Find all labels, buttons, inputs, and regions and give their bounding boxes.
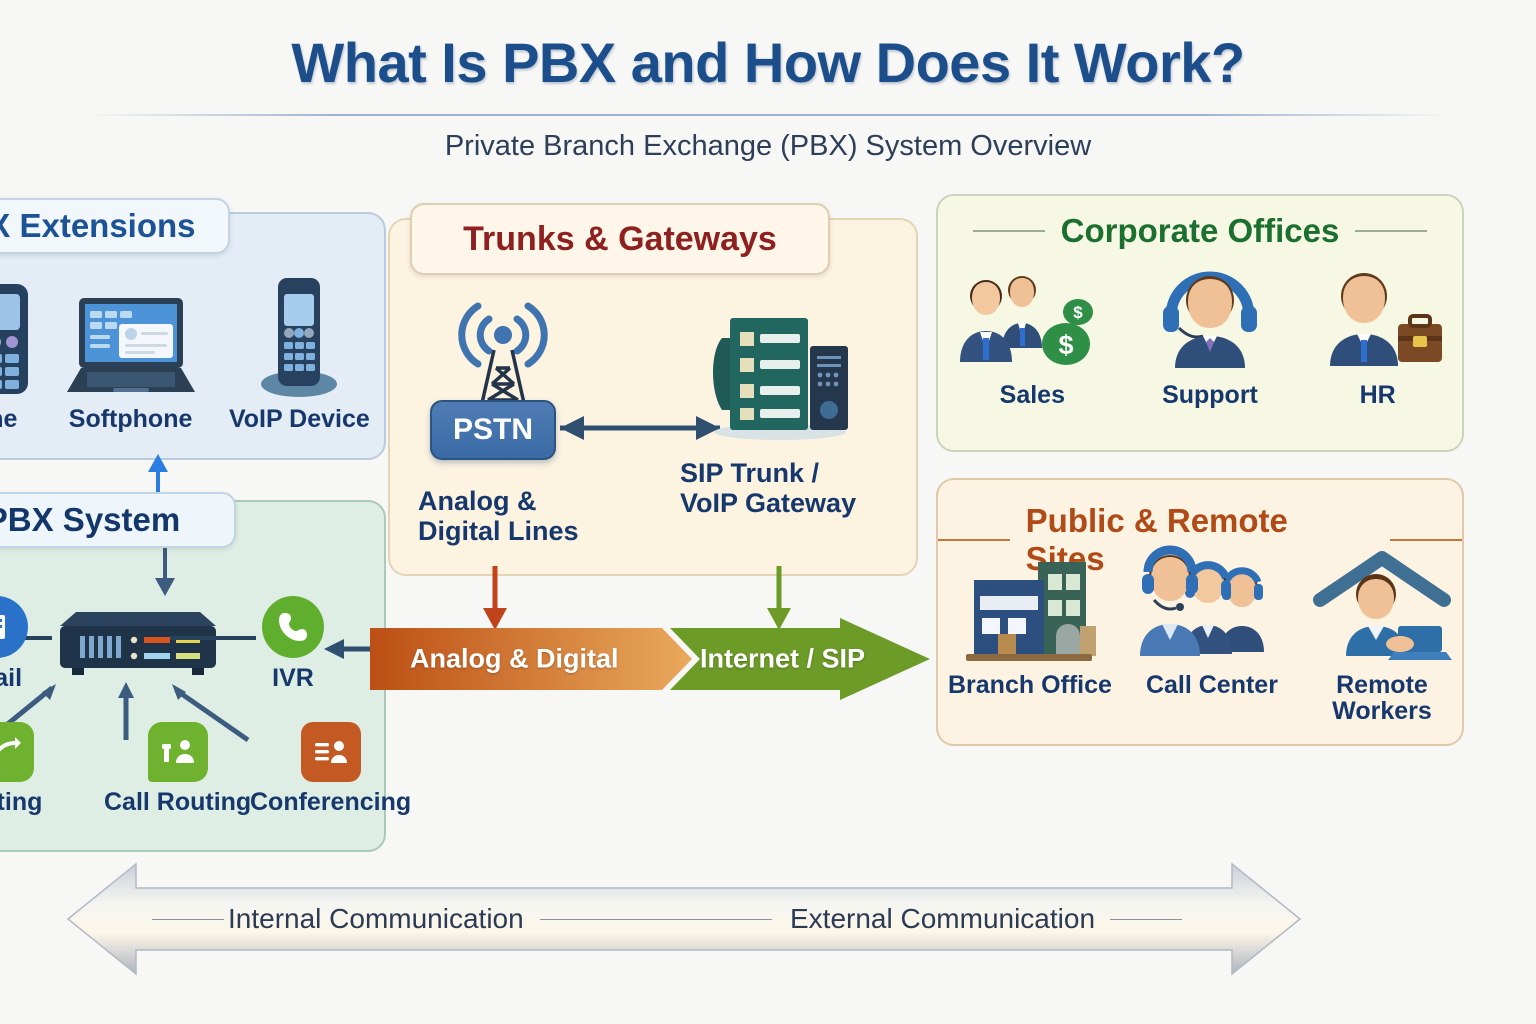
heading-rule-right	[1390, 539, 1462, 541]
extension-item-softphone[interactable]: Softphone	[65, 294, 197, 432]
sip-gateway-icon	[713, 318, 848, 440]
extension-label: Softphone	[68, 405, 193, 433]
heading-rule-right	[1355, 230, 1428, 232]
svg-text:$: $	[1074, 303, 1084, 322]
pbx-extensions-badge-label: BX Extensions	[0, 207, 196, 244]
pbx-node-label: mail	[0, 664, 23, 692]
arrow-pstn-gateway-bidirectional	[560, 416, 720, 440]
briefcase-person-icon	[1329, 273, 1442, 366]
pbx-node-label: Call Routing	[104, 788, 252, 816]
voicemail-icon	[0, 596, 28, 658]
corporate-item-label: Support	[1162, 381, 1258, 409]
sales-team-icon: $ $	[960, 276, 1094, 365]
phone-handset-icon	[262, 596, 324, 658]
heading-rule-left	[972, 230, 1045, 232]
external-communication-label: External Communication	[790, 903, 1096, 934]
pbx-node-conferencing[interactable]: Conferencing	[250, 722, 411, 817]
pstn-label: PSTN	[452, 413, 533, 446]
extension-item-voip-device[interactable]: VoIP Device	[229, 276, 370, 432]
traffic-flow-band	[370, 618, 930, 700]
home-worker-icon	[1312, 551, 1452, 660]
analog-lines-caption: Analog & Digital Lines	[418, 486, 579, 547]
sip-segment	[670, 618, 930, 700]
remote-item-remote-workers[interactable]: Remote Workers	[1312, 551, 1452, 726]
laptop-softphone-icon	[66, 298, 195, 392]
corporate-item-support[interactable]: Support	[1149, 266, 1271, 408]
arrow-badge-to-server	[155, 548, 175, 596]
axis-rule-1	[152, 919, 224, 920]
arrow-analog-down	[483, 566, 507, 630]
pbx-node-label: IVR	[272, 664, 314, 692]
sip-gateway-caption: SIP Trunk / VoIP Gateway	[680, 458, 857, 519]
voip-handset-icon	[261, 278, 338, 397]
corporate-offices-heading: Corporate Offices	[938, 212, 1462, 250]
remote-item-label: Branch Office	[948, 671, 1112, 699]
extensions-item-list: one Softphone	[0, 276, 386, 432]
analog-band-label: Analog & Digital	[410, 643, 619, 674]
corporate-item-sales[interactable]: $ $ Sales	[956, 266, 1108, 408]
public-remote-sites-item-list: Branch Office Call Cen	[936, 545, 1464, 726]
page-title: What Is PBX and How Does It Work?	[291, 31, 1245, 94]
pbx-node-voicemail[interactable]: mail	[0, 596, 28, 693]
pbx-system-panel	[0, 500, 386, 852]
trunks-gateways-badge: Trunks & Gateways	[410, 203, 830, 275]
ip-phone-icon	[0, 284, 29, 394]
call-forward-icon	[0, 722, 35, 782]
office-building-icon	[965, 562, 1096, 661]
corporate-item-label: Sales	[999, 381, 1065, 409]
arrow-band-to-ivr	[324, 639, 378, 659]
remote-item-label: Remote Workers	[1332, 671, 1432, 726]
trunks-gateways-badge-label: Trunks & Gateways	[463, 219, 777, 258]
title-divider	[88, 114, 1448, 116]
axis-rule-2	[540, 919, 772, 920]
pbx-node-ivr[interactable]: IVR	[262, 596, 324, 693]
sip-band-label: Internet / SIP	[700, 643, 866, 674]
remote-item-call-center[interactable]: Call Center	[1136, 545, 1288, 699]
conferencing-icon	[300, 722, 361, 782]
headset-agent-icon	[1162, 271, 1257, 368]
pbx-node-label: outing	[0, 788, 43, 816]
pbx-extensions-badge: BX Extensions	[0, 198, 230, 254]
arrow-sip-down	[767, 566, 791, 630]
pbx-node-label: Conferencing	[250, 788, 412, 816]
remote-item-branch-office[interactable]: Branch Office	[948, 552, 1112, 698]
corporate-item-hr[interactable]: HR	[1312, 266, 1444, 408]
heading-rule-left	[938, 539, 1010, 541]
internal-communication-label: Internal Communication	[228, 903, 524, 934]
extension-item-ip-phone[interactable]: one	[0, 280, 32, 432]
corporate-offices-item-list: $ $ Sales Support	[936, 266, 1464, 408]
page-subtitle: Private Branch Exchange (PBX) System Ove…	[444, 130, 1092, 162]
pbx-system-badge: PBX System	[0, 492, 236, 548]
pbx-node-call-routing[interactable]: Call Routing	[104, 722, 251, 817]
extension-label: VoIP Device	[228, 405, 370, 433]
pstn-tower-icon	[458, 302, 548, 413]
axis-rule-3	[1110, 919, 1182, 920]
analog-segment	[370, 628, 692, 690]
corporate-item-label: HR	[1359, 381, 1396, 409]
call-center-team-icon	[1139, 545, 1264, 656]
call-routing-icon	[147, 722, 208, 782]
pstn-node[interactable]: PSTN	[430, 400, 556, 460]
pbx-node-routing[interactable]: outing	[0, 722, 42, 817]
pbx-system-badge-label: PBX System	[0, 501, 181, 538]
remote-item-label: Call Center	[1145, 671, 1278, 699]
corporate-offices-heading-label: Corporate Offices	[1060, 212, 1340, 249]
extension-label: one	[0, 405, 18, 433]
svg-text:$: $	[1059, 330, 1074, 360]
